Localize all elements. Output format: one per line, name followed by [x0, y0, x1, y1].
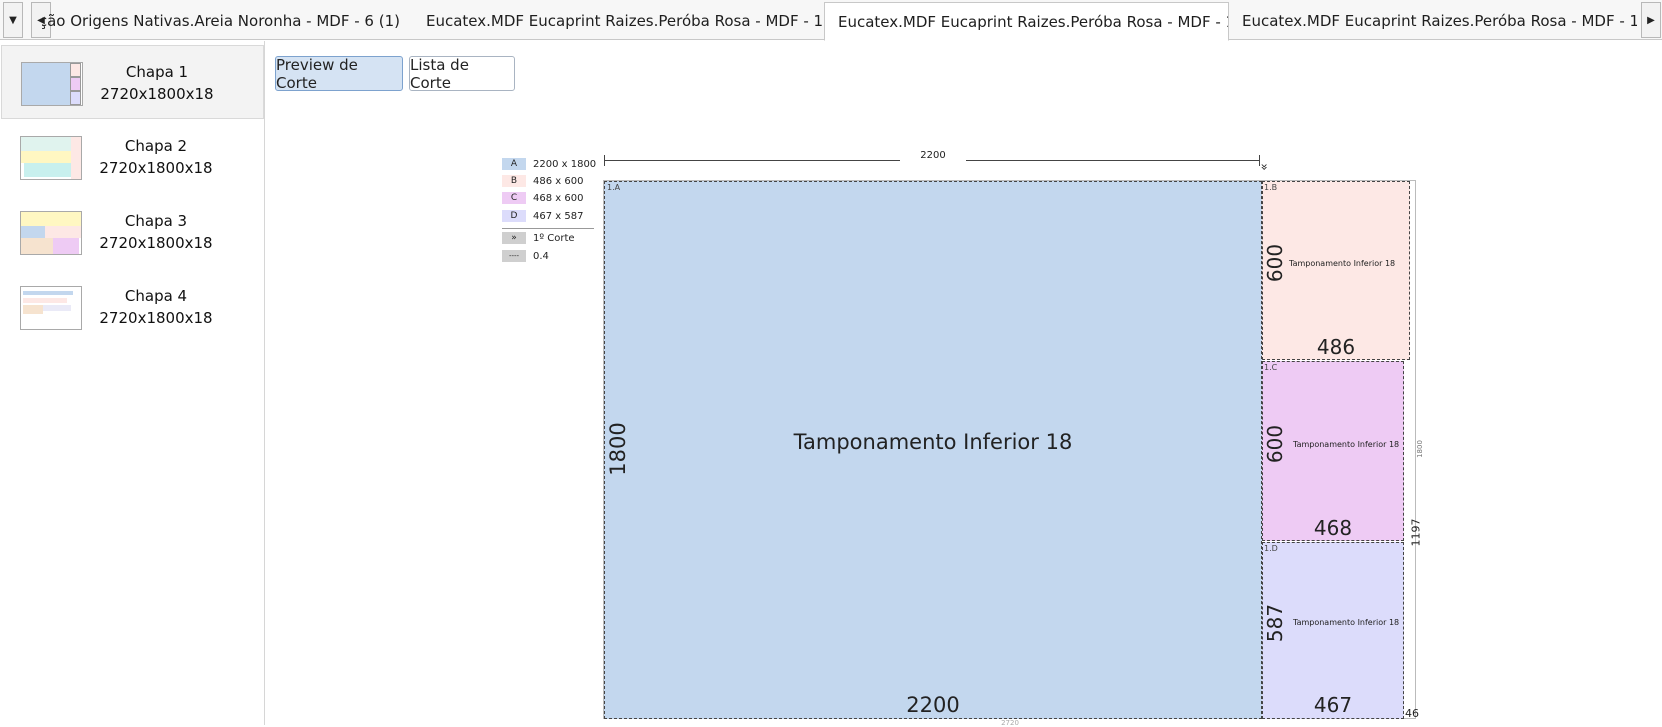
sheet-dimensions: 2720x1800x18 — [99, 234, 213, 252]
kerf-line-icon: ---- — [502, 250, 526, 262]
dimension-tick — [604, 155, 605, 166]
tab-material-1[interactable]: Coleção Origens Nativas.Areia Noronha - … — [42, 2, 413, 40]
sheet-item-4[interactable]: Chapa 4 2720x1800x18 — [1, 270, 264, 344]
tab-scroll-left-button[interactable]: ◀ — [31, 2, 51, 38]
cut-list-button[interactable]: Lista de Corte — [409, 56, 515, 92]
sheet-dimensions: 2720x1800x18 — [100, 85, 214, 103]
bottom-right-dimension-label: 46 — [1405, 707, 1419, 720]
legend-size: 2200 x 1800 — [533, 158, 597, 170]
piece-b[interactable]: 1.B Tamponamento Inferior 18 600 486 — [1262, 181, 1410, 360]
sheet-dimensions: 2720x1800x18 — [99, 309, 213, 327]
sheet-thumbnail — [20, 286, 82, 330]
caret-right-icon: ▶ — [1647, 14, 1655, 26]
sheet-material-tab-bar: ▼ ◀ Coleção Origens Nativas.Areia Noronh… — [0, 0, 1662, 41]
bottom-dimension-label: 2720 — [1001, 719, 1019, 727]
piece-name: Tamponamento Inferior 18 — [1293, 618, 1400, 627]
piece-height: 600 — [1263, 424, 1287, 464]
tab-scroll-right-button[interactable]: ▶ — [1641, 2, 1661, 38]
first-cut-icon: » — [502, 232, 526, 244]
piece-id: 1.A — [607, 183, 621, 192]
tab-material-2[interactable]: Eucatex.MDF Eucaprint Raizes.Peróba Rosa… — [413, 2, 824, 40]
legend-item-b: B 486 x 600 — [502, 174, 583, 188]
sheet-name: Chapa 4 — [124, 287, 188, 305]
sheet-name: Chapa 1 — [125, 63, 189, 81]
right-dimension-label: 1800 — [1416, 440, 1424, 458]
dropdown-arrow-icon: ▼ — [9, 14, 17, 26]
tab-label: Eucatex.MDF Eucaprint Raizes.Peróba Rosa… — [838, 12, 1229, 31]
piece-width: 2200 — [906, 693, 960, 717]
piece-id: 1.C — [1264, 363, 1278, 372]
legend-item-d: D 467 x 587 — [502, 209, 583, 223]
top-dimension-label: 2200 — [900, 150, 966, 161]
piece-d[interactable]: 1.D Tamponamento Inferior 18 587 467 — [1262, 542, 1404, 719]
legend-size: 468 x 600 — [533, 192, 584, 204]
sheet-name: Chapa 3 — [124, 212, 188, 230]
piece-name: Tamponamento Inferior 18 — [793, 430, 1073, 454]
sheet-dimensions: 2720x1800x18 — [99, 159, 213, 177]
piece-id: 1.B — [1264, 183, 1278, 192]
tab-material-4[interactable]: Eucatex.MDF Eucaprint Raizes.Peróba Rosa… — [1229, 2, 1637, 40]
sheet-thumbnail — [20, 136, 82, 180]
preview-cut-button[interactable]: Preview de Corte — [275, 56, 403, 92]
piece-c[interactable]: 1.C Tamponamento Inferior 18 600 468 — [1262, 361, 1404, 541]
sheet-item-1[interactable]: Chapa 1 2720x1800x18 — [1, 45, 264, 119]
legend-item-c: C 468 x 600 — [502, 191, 583, 205]
legend-swatch: C — [502, 192, 526, 204]
tab-material-3[interactable]: Eucatex.MDF Eucaprint Raizes.Peróba Rosa… — [824, 2, 1229, 41]
sheet-thumbnail — [20, 211, 82, 255]
caret-left-icon: ◀ — [37, 14, 45, 26]
tab-label: Coleção Origens Nativas.Areia Noronha - … — [42, 12, 400, 30]
legend-kerf: ---- 0.4 — [502, 249, 549, 263]
piece-id: 1.D — [1264, 544, 1278, 553]
piece-width: 468 — [1313, 516, 1353, 540]
dimension-tick — [1259, 155, 1260, 166]
piece-height: 1800 — [606, 422, 630, 476]
legend-swatch: A — [502, 158, 526, 170]
double-chevron-down-icon: » — [1257, 163, 1272, 171]
legend-first-cut-label: 1º Corte — [533, 232, 575, 244]
sheet-thumbnail — [21, 62, 83, 106]
legend-kerf-label: 0.4 — [533, 250, 549, 262]
sheet-item-3[interactable]: Chapa 3 2720x1800x18 — [1, 195, 264, 269]
legend-swatch: D — [502, 210, 526, 222]
piece-width: 467 — [1313, 693, 1353, 717]
sheet-item-2[interactable]: Chapa 2 2720x1800x18 — [1, 120, 264, 194]
legend-divider — [502, 228, 594, 229]
legend-swatch: B — [502, 175, 526, 187]
legend-item-a: A 2200 x 1800 — [502, 157, 596, 171]
sheet-name: Chapa 2 — [124, 137, 188, 155]
piece-height: 587 — [1263, 603, 1287, 643]
sheet-list-sidebar: Chapa 1 2720x1800x18 Chapa 2 2720x1800x1… — [0, 41, 265, 725]
tab-label: Eucatex.MDF Eucaprint Raizes.Peróba Rosa… — [1242, 12, 1637, 30]
piece-a[interactable]: 1.A Tamponamento Inferior 18 1800 2200 — [604, 181, 1262, 719]
tab-list-dropdown-button[interactable]: ▼ — [3, 2, 23, 38]
piece-height: 600 — [1263, 243, 1287, 283]
tab-label: Eucatex.MDF Eucaprint Raizes.Peróba Rosa… — [426, 12, 824, 30]
legend-size: 467 x 587 — [533, 210, 584, 222]
piece-width: 486 — [1316, 335, 1356, 359]
legend-size: 486 x 600 — [533, 175, 584, 187]
right-sub-dimension-label: 1197 — [1409, 518, 1423, 547]
piece-name: Tamponamento Inferior 18 — [1289, 259, 1396, 268]
legend-first-cut: » 1º Corte — [502, 231, 575, 245]
piece-name: Tamponamento Inferior 18 — [1293, 440, 1400, 449]
